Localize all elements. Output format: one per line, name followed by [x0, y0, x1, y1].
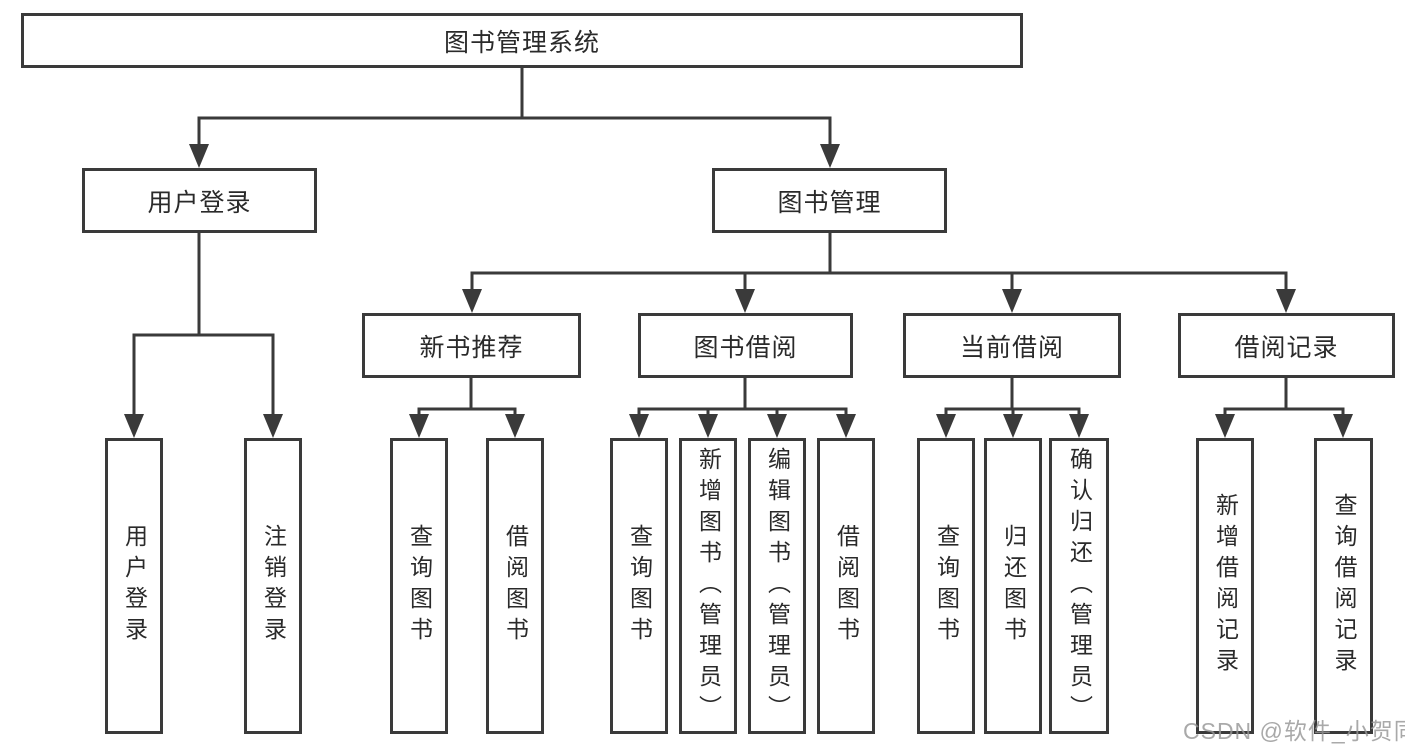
node-borrowing-records: 借阅记录	[1178, 313, 1395, 378]
leaf-edit-books-admin-label: 编辑图书（管理员）	[764, 446, 791, 726]
connector-book-management-to-level3	[470, 233, 1288, 291]
leaf-borrow-books-recommend-label: 借阅图书	[502, 524, 529, 648]
node-current-borrowing-label: 当前借阅	[959, 333, 1064, 362]
leaf-return-books-label: 归还图书	[1000, 524, 1027, 648]
connector-user-login-to-leaves	[132, 233, 275, 416]
arrowhead-icon	[505, 414, 525, 438]
node-new-book-recommend: 新书推荐	[362, 313, 581, 378]
leaf-borrow-books: 借阅图书	[817, 438, 875, 734]
arrowhead-icon	[462, 289, 482, 313]
leaf-query-borrow-record-label: 查询借阅记录	[1331, 493, 1357, 679]
node-user-login: 用户登录	[82, 168, 317, 233]
leaf-query-books-current-label: 查询图书	[933, 524, 960, 648]
node-book-borrowing: 图书借阅	[638, 313, 853, 378]
leaf-logout: 注销登录	[244, 438, 302, 734]
csdn-watermark: CSDN @软件_小贺同学	[1183, 718, 1405, 744]
node-book-management-label: 图书管理	[777, 188, 882, 217]
arrowhead-icon	[124, 414, 144, 438]
connector-root-to-level2	[197, 68, 832, 146]
leaf-return-books: 归还图书	[984, 438, 1042, 734]
node-root: 图书管理系统	[21, 13, 1023, 68]
arrowhead-icon	[1069, 414, 1089, 438]
arrowhead-icon	[409, 414, 429, 438]
leaf-borrow-books-recommend: 借阅图书	[486, 438, 544, 734]
node-root-label: 图书管理系统	[443, 28, 600, 57]
node-current-borrowing: 当前借阅	[903, 313, 1121, 378]
arrowhead-icon	[1276, 289, 1296, 313]
leaf-query-books-recommend-label: 查询图书	[406, 524, 433, 648]
node-book-management: 图书管理	[712, 168, 947, 233]
connector-borrowing-records-to-leaves	[1223, 378, 1345, 416]
arrowhead-icon	[629, 414, 649, 438]
leaf-logout-label: 注销登录	[260, 524, 287, 648]
leaf-add-borrow-record-label: 新增借阅记录	[1212, 493, 1239, 679]
node-user-login-label: 用户登录	[147, 188, 252, 217]
arrowhead-icon	[1003, 414, 1023, 438]
arrowhead-icon	[189, 144, 209, 168]
leaf-query-books-current: 查询图书	[917, 438, 975, 734]
arrowhead-icon	[1333, 414, 1353, 438]
arrowhead-icon	[820, 144, 840, 168]
arrowhead-icon	[1002, 289, 1022, 313]
leaf-confirm-return-admin: 确认归还（管理员）	[1049, 438, 1109, 734]
arrowhead-icon	[735, 289, 755, 313]
arrowhead-icon	[263, 414, 283, 438]
leaf-query-borrow-record: 查询借阅记录	[1314, 438, 1373, 734]
leaf-add-books-admin: 新增图书（管理员）	[679, 438, 737, 734]
node-new-book-recommend-label: 新书推荐	[419, 333, 524, 362]
leaf-borrow-books-label: 借阅图书	[833, 524, 860, 648]
arrowhead-icon	[698, 414, 718, 438]
connector-book-borrowing-to-leaves	[637, 378, 848, 416]
node-book-borrowing-label: 图书借阅	[693, 333, 798, 362]
leaf-user-login: 用户登录	[105, 438, 163, 734]
arrowhead-icon	[836, 414, 856, 438]
leaf-query-books-borrowing-label: 查询图书	[626, 524, 653, 648]
leaf-confirm-return-admin-label: 确认归还（管理员）	[1066, 446, 1093, 726]
leaf-edit-books-admin: 编辑图书（管理员）	[748, 438, 806, 734]
leaf-add-borrow-record: 新增借阅记录	[1196, 438, 1254, 734]
leaf-add-books-admin-label: 新增图书（管理员）	[695, 446, 722, 726]
arrowhead-icon	[1215, 414, 1235, 438]
arrowhead-icon	[936, 414, 956, 438]
connector-new-book-recommend-to-leaves	[417, 378, 517, 416]
arrowhead-icon	[767, 414, 787, 438]
leaf-user-login-label: 用户登录	[121, 524, 148, 648]
leaf-query-books-borrowing: 查询图书	[610, 438, 668, 734]
node-borrowing-records-label: 借阅记录	[1234, 333, 1339, 362]
connector-current-borrowing-to-leaves	[944, 378, 1081, 416]
leaf-query-books-recommend: 查询图书	[390, 438, 448, 734]
